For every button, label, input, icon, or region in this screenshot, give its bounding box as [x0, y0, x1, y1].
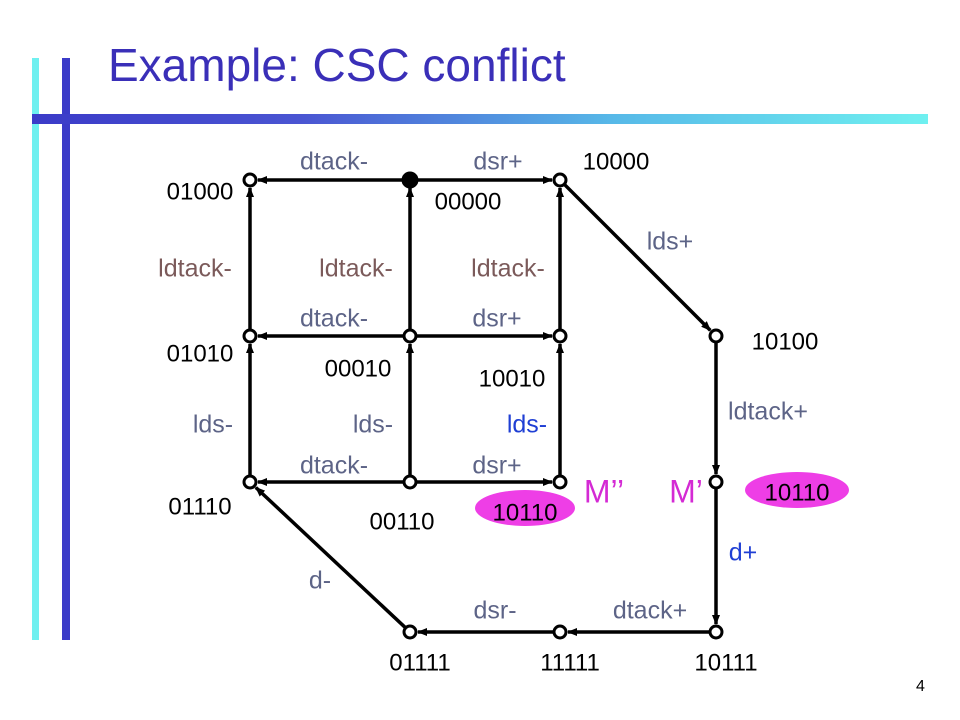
transition-label: dsr+ [472, 452, 521, 480]
conflict-highlight [475, 490, 575, 526]
transition-label: ldtack- [471, 255, 545, 283]
state-code: 10010 [479, 365, 546, 392]
transition-label: lds- [507, 411, 547, 439]
transition-label: d+ [729, 539, 758, 567]
label-layer: dtack-dsr+ lds+ ldtack-ldtack-ldtack-dtack… [158, 148, 829, 677]
transition-arrow [563, 183, 712, 332]
state-node [708, 474, 724, 490]
state-code: 01000 [167, 178, 234, 205]
transition-arrow [254, 486, 407, 629]
highlight-layer [475, 472, 849, 526]
state-code: 00110 [370, 508, 435, 535]
transition-label: dsr+ [473, 148, 522, 176]
state-node [708, 328, 724, 344]
state-node [552, 624, 568, 640]
decor-bar-blue [62, 58, 70, 640]
transition-label: d- [309, 567, 331, 595]
state-node [242, 474, 258, 490]
state-node [242, 172, 258, 188]
decor-bar-cyan [32, 58, 39, 640]
state-code: 10000 [583, 148, 650, 175]
transition-label: dtack- [300, 452, 368, 480]
state-node [242, 328, 258, 344]
state-code: 01010 [167, 340, 234, 367]
page-title: Example: CSC conflict [108, 39, 566, 91]
transition-label: dtack- [300, 148, 368, 176]
transition-label: ldtack- [319, 255, 393, 283]
state-node [552, 328, 568, 344]
state-code: 10110 [765, 479, 830, 506]
transition-label: lds+ [647, 228, 694, 256]
title-underline [32, 114, 928, 124]
state-node [402, 328, 418, 344]
marking-label: M’’ [584, 473, 624, 509]
conflict-highlight [745, 472, 849, 508]
transition-label: ldtack- [158, 255, 232, 283]
state-node [402, 624, 418, 640]
transition-label: dtack+ [613, 597, 687, 625]
transition-label: dsr+ [472, 305, 521, 333]
state-code: 11111 [540, 649, 600, 676]
state-node [402, 474, 418, 490]
transition-label: ldtack+ [728, 398, 808, 426]
transition-label: dtack- [300, 305, 368, 333]
state-code: 00010 [325, 355, 392, 382]
state-code: 01110 [168, 493, 231, 520]
state-code: 01111 [389, 649, 450, 676]
state-node [552, 172, 568, 188]
marking-label: M’ [669, 473, 703, 509]
state-node [552, 474, 568, 490]
node-layer [242, 171, 724, 640]
slide-number: 4 [916, 678, 925, 695]
transition-label: lds- [193, 411, 233, 439]
state-code: 10110 [493, 499, 558, 526]
initial-state-node [401, 171, 419, 189]
transition-label: lds- [353, 411, 393, 439]
transition-label: dsr- [473, 597, 516, 625]
state-node [708, 624, 724, 640]
edge-layer [246, 176, 720, 636]
state-code: 10111 [694, 649, 757, 676]
state-code: 10100 [752, 328, 819, 355]
state-code: 00000 [435, 188, 502, 215]
